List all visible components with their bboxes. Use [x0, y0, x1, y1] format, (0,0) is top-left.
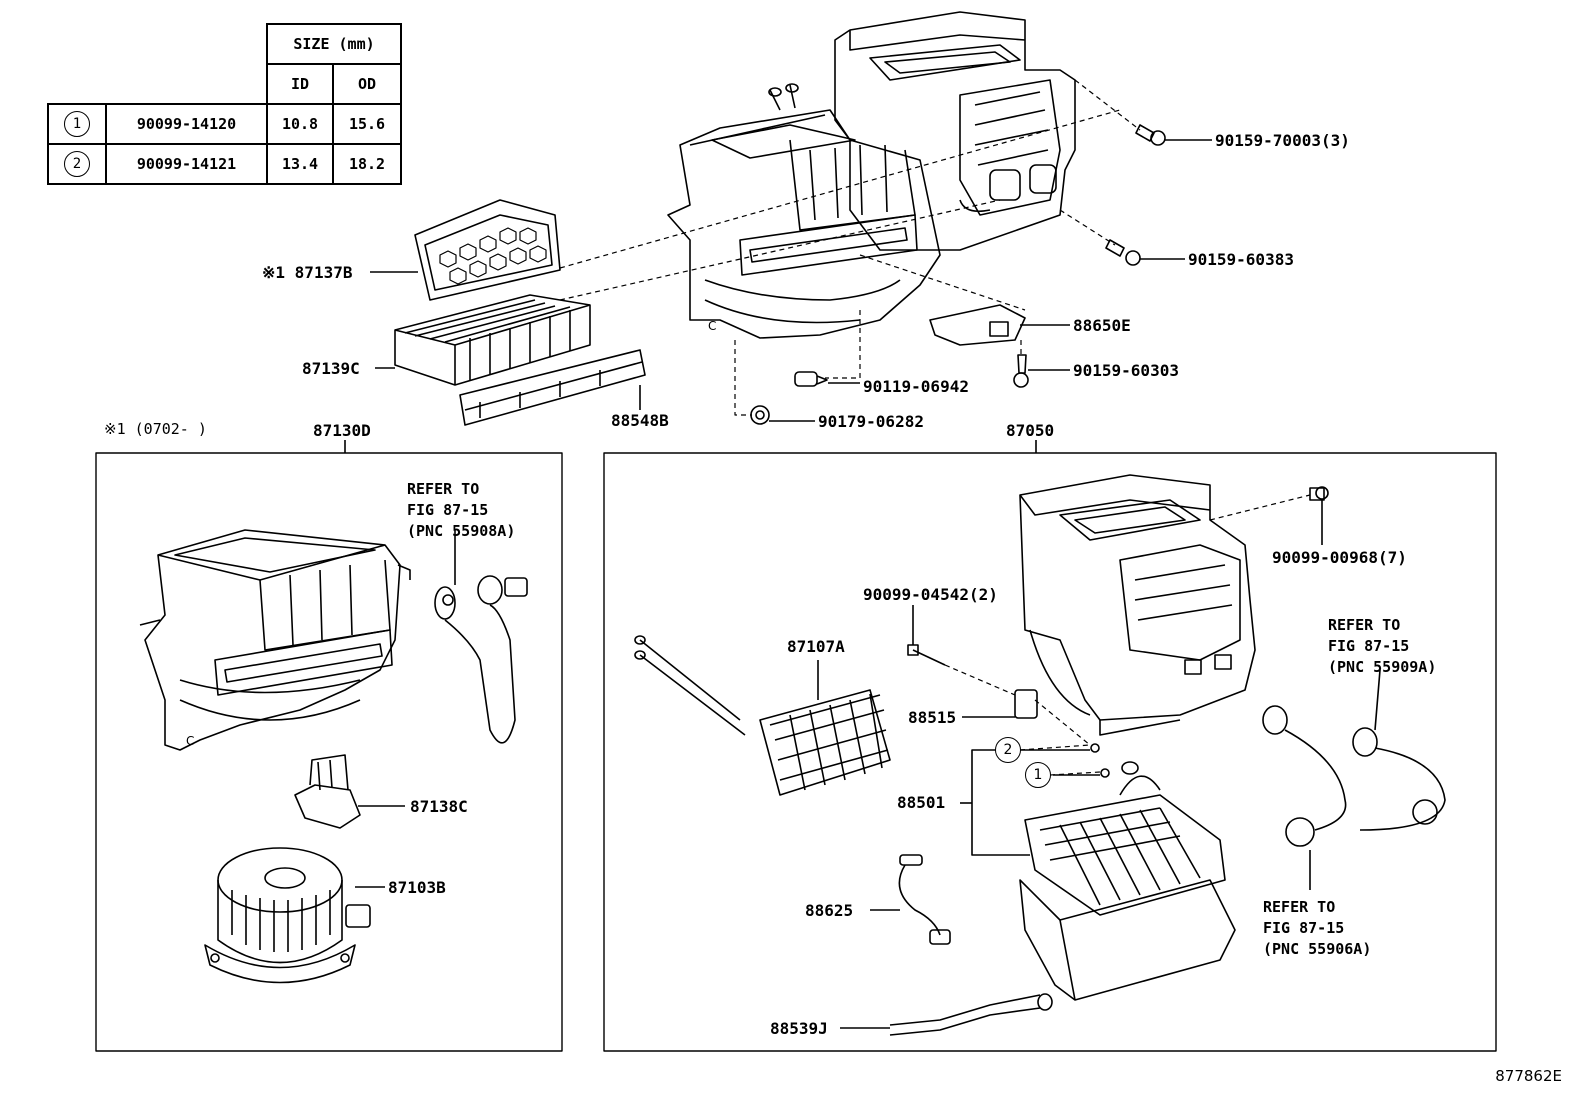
top-guide-lines — [559, 79, 1141, 416]
ref-number: 2 — [64, 151, 90, 177]
size-header: SIZE (mm) — [266, 23, 402, 65]
label-87138c[interactable]: 87138C — [410, 797, 468, 816]
label-90159-70003[interactable]: 90159-70003(3) — [1215, 131, 1350, 150]
table-row: 1 90099-14120 10.8 15.6 — [47, 103, 402, 145]
left-box-leaders — [355, 805, 405, 888]
label-90119-06942[interactable]: 90119-06942 — [863, 377, 969, 396]
right-box-leaders — [817, 500, 1323, 1029]
blower-wiring-illustration — [434, 530, 528, 744]
label-87103b[interactable]: 87103B — [388, 878, 446, 897]
lower-case-illustration — [1019, 879, 1236, 1001]
filter-element-illustration — [394, 294, 591, 386]
blower-assembly-illustration: C — [139, 529, 411, 751]
air-conditioning-unit-illustration — [1019, 474, 1256, 736]
refer-note-55908a[interactable]: REFER TO FIG 87-15 (PNC 55908A) — [407, 480, 516, 540]
label-88539j[interactable]: 88539J — [770, 1019, 828, 1038]
label-90099-04542[interactable]: 90099-04542(2) — [863, 585, 998, 604]
label-88625[interactable]: 88625 — [805, 901, 854, 920]
part-number: 90099-14120 — [105, 103, 268, 145]
heater-core-87107a-illustration — [634, 635, 891, 796]
drain-hose-88539j-illustration — [889, 993, 1053, 1036]
label-90179-06282[interactable]: 90179-06282 — [818, 412, 924, 431]
callout-1: 1 — [1025, 762, 1051, 788]
label-88548b[interactable]: 88548B — [611, 411, 669, 430]
label-87130d[interactable]: 87130D — [313, 421, 371, 440]
thermistor-88625-illustration — [898, 854, 951, 945]
label-87050[interactable]: 87050 — [1006, 421, 1055, 440]
filter-frame-illustration — [414, 199, 561, 301]
label-88515[interactable]: 88515 — [908, 708, 957, 727]
refer-note-55909a[interactable]: REFER TO FIG 87-15 (PNC 55909A) — [1328, 616, 1437, 676]
heater-unit-assembly-illustration: C — [667, 11, 1076, 339]
evaporator-88501-illustration — [1024, 743, 1226, 916]
svg-text:C: C — [708, 319, 716, 333]
size-table: SIZE (mm) ID OD 1 90099-14120 10.8 15.6 … — [47, 23, 402, 185]
label-87137b[interactable]: ※1 87137B — [262, 263, 353, 282]
applicability-note: ※1 (0702- ) — [104, 420, 207, 438]
callout-2: 2 — [995, 737, 1021, 763]
label-90159-60383[interactable]: 90159-60383 — [1188, 250, 1294, 269]
label-87107a[interactable]: 87107A — [787, 637, 845, 656]
right-guide-lines — [944, 494, 1311, 776]
illustration-code: 877862E — [1495, 1067, 1562, 1085]
od-value: 18.2 — [332, 143, 402, 185]
resistor-87138c-illustration — [294, 754, 361, 829]
refer-note-55906a[interactable]: REFER TO FIG 87-15 (PNC 55906A) — [1263, 898, 1372, 958]
box-87050-frame — [603, 452, 1497, 1052]
col-od-header: OD — [332, 63, 402, 105]
label-88650e[interactable]: 88650E — [1073, 316, 1131, 335]
label-87139c[interactable]: 87139C — [302, 359, 360, 378]
box-87130d-frame — [95, 452, 563, 1052]
ref-number: 1 — [64, 111, 90, 137]
label-90159-60303[interactable]: 90159-60303 — [1073, 361, 1179, 380]
actuator-wiring-illustration — [1262, 669, 1446, 890]
svg-text:C: C — [186, 734, 194, 748]
part-number: 90099-14121 — [105, 143, 268, 185]
label-88501[interactable]: 88501 — [897, 793, 946, 812]
top-small-parts — [750, 124, 1166, 425]
blower-motor-87103b-illustration — [204, 847, 371, 984]
col-id-header: ID — [266, 63, 334, 105]
label-90099-00968[interactable]: 90099-00968(7) — [1272, 548, 1407, 567]
top-leader-lines — [344, 139, 1212, 453]
id-value: 13.4 — [266, 143, 334, 185]
table-row: 2 90099-14121 13.4 18.2 — [47, 143, 402, 185]
id-value: 10.8 — [266, 103, 334, 145]
filter-cover-illustration — [459, 349, 646, 426]
od-value: 15.6 — [332, 103, 402, 145]
